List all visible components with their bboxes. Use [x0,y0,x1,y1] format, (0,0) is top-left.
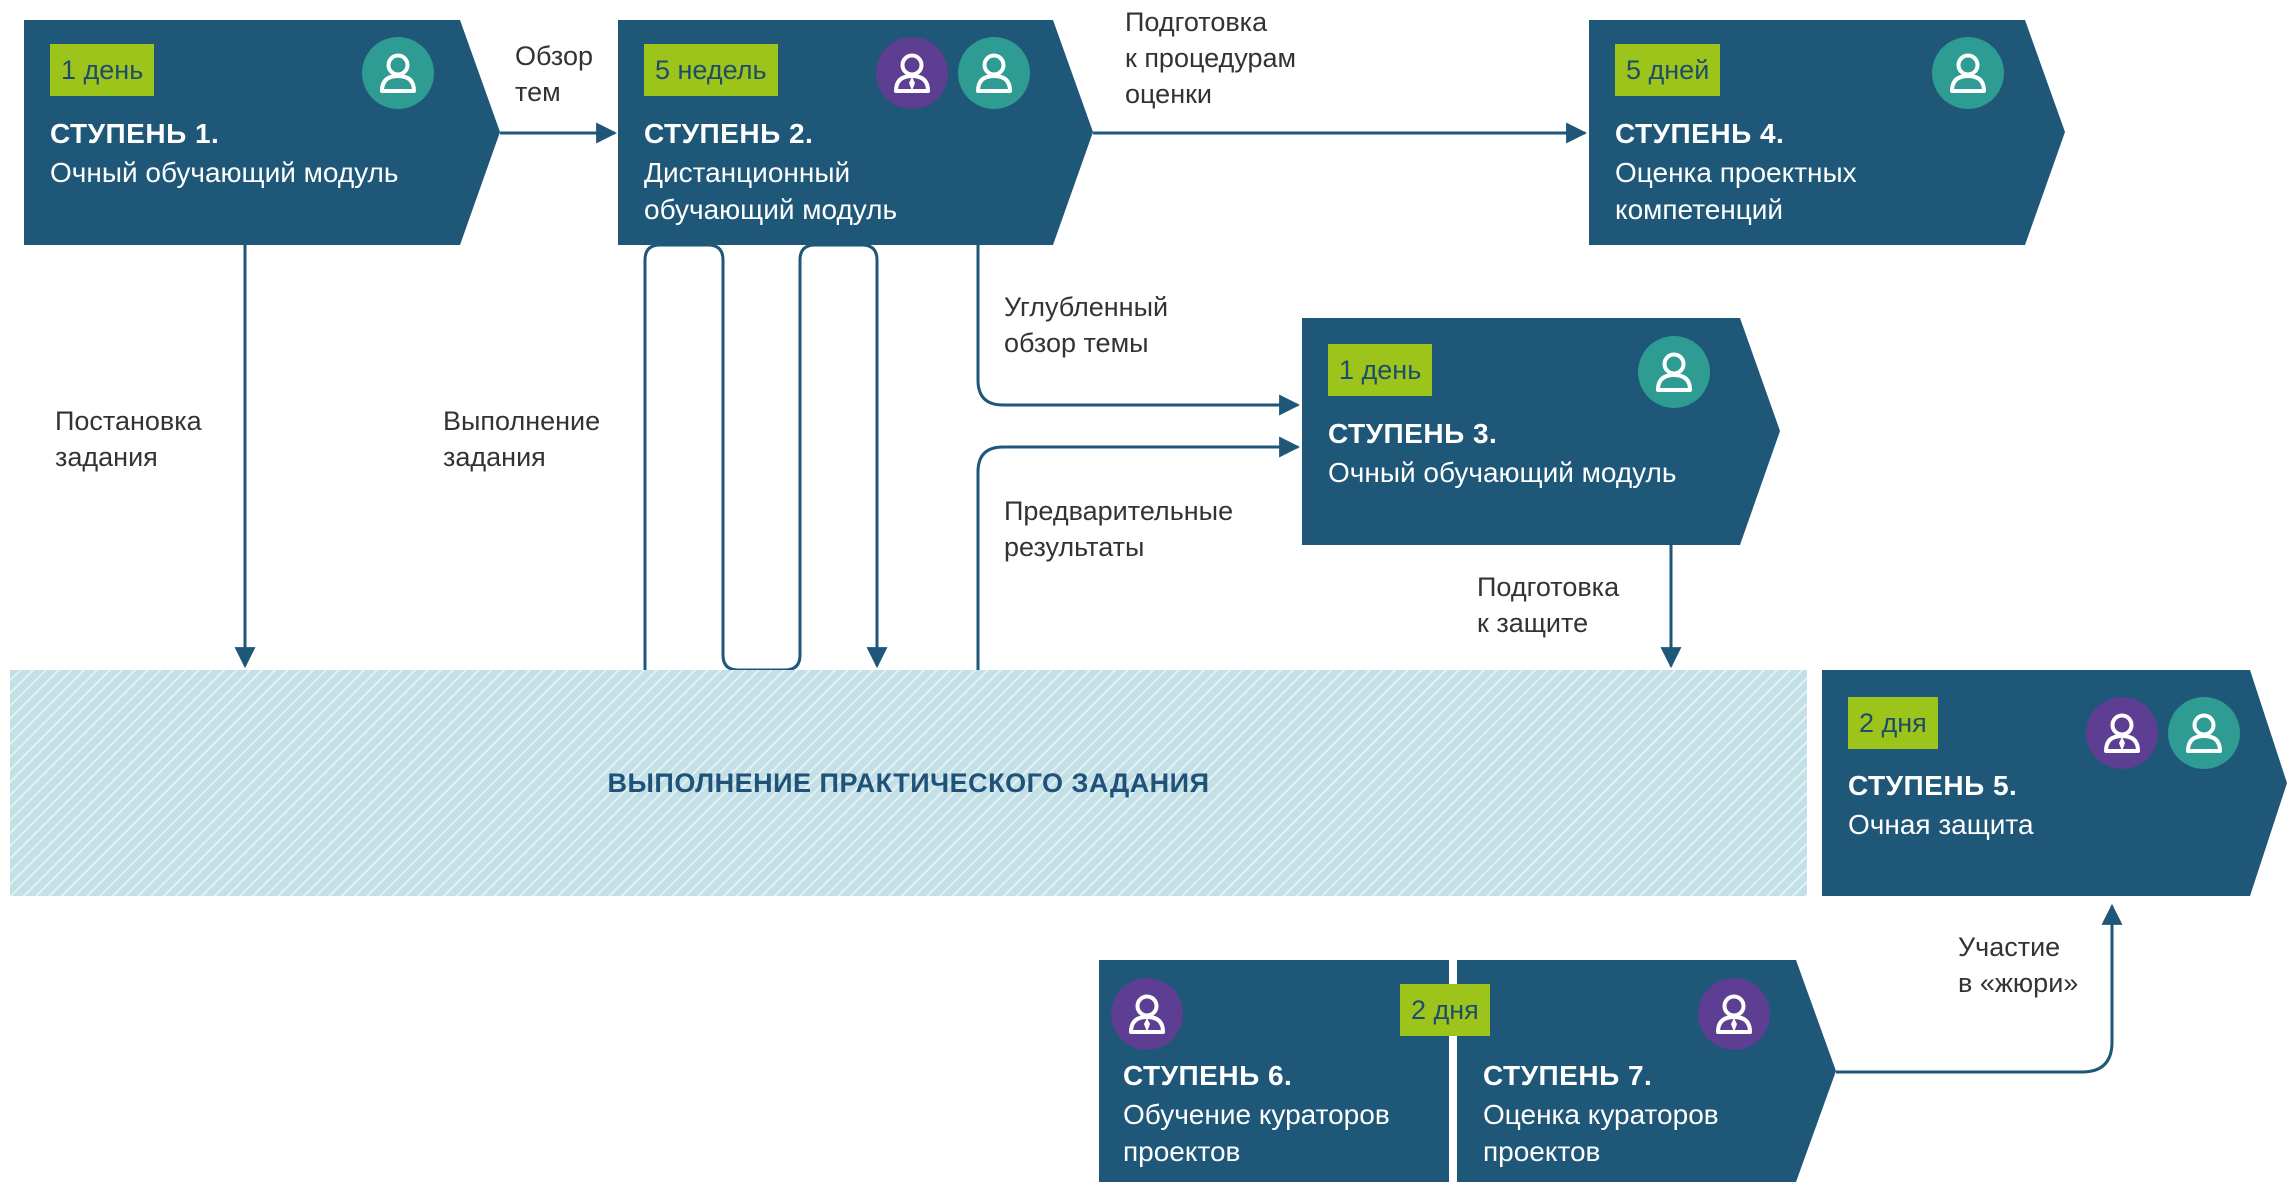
stage-description: Дистанционный обучающий модуль [644,157,898,225]
stage-description: Оценка кураторов проектов [1483,1099,1719,1167]
loop-left-s2-practical [643,243,888,672]
stage-title: СТУПЕНЬ 2. [644,118,814,149]
practical-task-label: ВЫПОЛНЕНИЕ ПРАКТИЧЕСКОГО ЗАДАНИЯ [607,767,1210,798]
arrow-s2-to-s3 [976,245,1301,416]
participant-icon [958,37,1030,109]
label-podgotovka-ocenki: Подготовка к процедурам оценки [1125,7,1297,109]
label-uglublenny: Углубленный обзор темы [1004,292,1169,358]
label-obzor-tem: Обзор тем [515,41,593,107]
label-uchastie: Участие в «жюри» [1958,932,2079,998]
stage-3: 1 день СТУПЕНЬ 3. Очный обучающий модуль [1302,318,1780,545]
stage-description: Оценка проектных компетенций [1615,157,1857,225]
label-predvaritelnye: Предварительные результаты [1004,496,1234,562]
stage-title: СТУПЕНЬ 3. [1328,418,1498,449]
stage-1: 1 день СТУПЕНЬ 1. Очный обучающий модуль [24,20,500,245]
duration-badge: 1 день [50,44,155,96]
curator-icon [876,37,948,109]
stage-description: Очная защита [1848,809,2034,840]
stage-title: СТУПЕНЬ 5. [1848,770,2018,801]
stage-description: Очный обучающий модуль [1328,457,1677,488]
stage-6: СТУПЕНЬ 6. Обучение кураторов проектов [1099,960,1449,1182]
stage-description: Очный обучающий модуль [50,157,399,188]
duration-badge: 5 дней [1615,44,1721,96]
label-podgotovka-zashchite: Подготовка к защите [1477,572,1620,638]
participant-icon [2168,697,2240,769]
participant-icon [1638,336,1710,408]
duration-badge: 5 недель [644,44,778,96]
practical-task-band: ВЫПОЛНЕНИЕ ПРАКТИЧЕСКОГО ЗАДАНИЯ [10,670,1807,896]
arrow-s7-to-s5 [1836,903,2123,1074]
stage-title: СТУПЕНЬ 4. [1615,118,1785,149]
participant-icon [1932,37,2004,109]
stage-description: Обучение кураторов проектов [1123,1099,1390,1167]
stage-4: 5 дней СТУПЕНЬ 4. Оценка проектных компе… [1589,20,2065,245]
stage-title: СТУПЕНЬ 7. [1483,1060,1653,1091]
stage-title: СТУПЕНЬ 6. [1123,1060,1293,1091]
stage-title: СТУПЕНЬ 1. [50,118,220,149]
curator-icon [1111,978,1183,1050]
duration-badge-stages-6-7: 2 дня [1400,984,1490,1036]
duration-badge: 1 день [1328,344,1433,396]
stage-5: 2 дня СТУПЕНЬ 5. Очная защита [1822,670,2287,896]
curator-icon [1698,978,1770,1050]
duration-badge: 2 дня [1848,697,1938,749]
stage-2: 5 недель СТУПЕНЬ 2. Дистанционный обучаю… [618,20,1093,245]
curator-icon [2086,697,2158,769]
stage-7: СТУПЕНЬ 7. Оценка кураторов проектов [1457,960,1836,1182]
label-vypolnenie: Выполнение задания [443,406,601,472]
arrow-practical-to-s3 [976,436,1301,670]
label-postanovka: Постановка задания [55,406,202,472]
participant-icon [362,37,434,109]
